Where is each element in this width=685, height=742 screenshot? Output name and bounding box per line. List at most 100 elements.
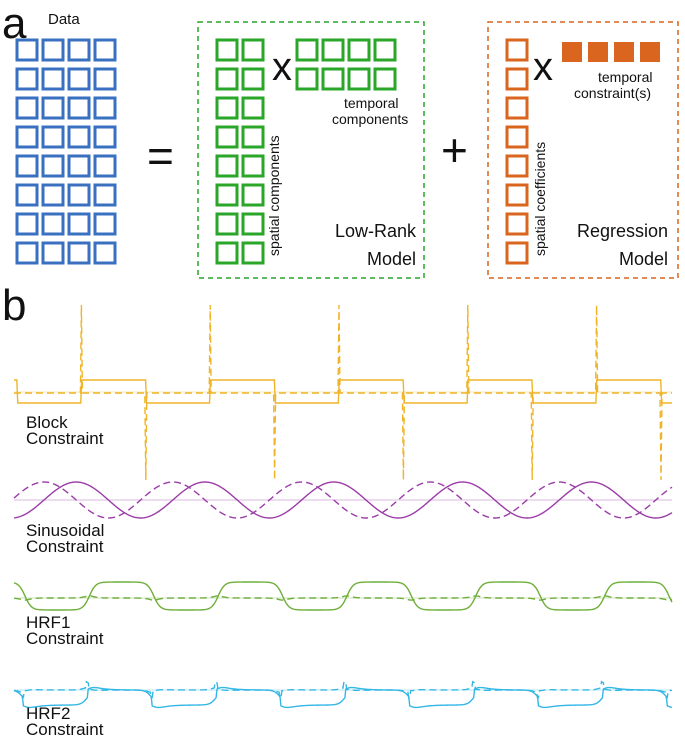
low-rank-model-title-line2: Model [367, 249, 416, 269]
temporal-component-cell [347, 38, 371, 62]
data-cell [41, 67, 65, 91]
spatial-component-cell [215, 38, 239, 62]
block-signal [14, 379, 672, 404]
spatial-coefficient-cell [505, 38, 529, 62]
temporal-component-cell [347, 67, 371, 91]
hrf2-constraint-label-line1: HRF2 [26, 704, 70, 723]
temporal-constraint-cell [640, 42, 660, 62]
temporal-constraint-cell [588, 42, 608, 62]
spatial-component-cell [241, 67, 265, 91]
temporal-component-cell [373, 38, 397, 62]
data-cell [67, 96, 91, 120]
spatial-coefficient-cell [505, 125, 529, 149]
sine-signal [13, 481, 673, 519]
low-rank-spatial-components [215, 38, 265, 265]
temporal-constraints-label-line2: constraint(s) [574, 85, 651, 101]
spatial-component-cell [215, 96, 239, 120]
temporal-constraint-cell [562, 42, 582, 62]
spatial-coefficients-label: spatial coefficients [532, 142, 548, 256]
hrf1-constraint-label-line1: HRF1 [26, 613, 70, 632]
spatial-component-cell [215, 67, 239, 91]
hrf1-derivative [13, 595, 673, 601]
spatial-component-cell [241, 212, 265, 236]
spatial-coefficient-cell [505, 154, 529, 178]
data-label: Data [48, 11, 80, 28]
data-cell [15, 241, 39, 265]
spatial-component-cell [241, 241, 265, 265]
spatial-component-cell [241, 38, 265, 62]
data-cell [41, 241, 65, 265]
spatial-coefficient-cell [505, 67, 529, 91]
temporal-component-cell [295, 38, 319, 62]
low-rank-times-sign: x [272, 45, 292, 89]
spatial-components-label: spatial components [266, 135, 282, 256]
spatial-component-cell [241, 96, 265, 120]
data-cell [93, 125, 117, 149]
data-cell [15, 38, 39, 62]
temporal-component-cell [295, 67, 319, 91]
data-cell [93, 241, 117, 265]
data-cell [15, 125, 39, 149]
spatial-component-cell [215, 183, 239, 207]
sinusoidal-constraint-label-line1: Sinusoidal [26, 521, 104, 540]
data-cell [15, 67, 39, 91]
data-cell [93, 67, 117, 91]
spatial-component-cell [241, 154, 265, 178]
block-derivative [14, 304, 672, 481]
sinusoidal-constraint-label-line2: Constraint [26, 537, 104, 556]
spatial-coefficient-cell [505, 183, 529, 207]
regression-spatial-coefficients [505, 38, 529, 265]
data-cell [67, 154, 91, 178]
hrf1-constraint-label-line2: Constraint [26, 629, 104, 648]
low-rank-model-title-line1: Low-Rank [335, 221, 417, 241]
temporal-component-cell [321, 38, 345, 62]
spatial-component-cell [241, 183, 265, 207]
data-cell [41, 125, 65, 149]
regression-model-box [487, 21, 679, 279]
hrf1-signal [13, 581, 673, 611]
spatial-component-cell [241, 125, 265, 149]
data-cell [15, 212, 39, 236]
temporal-components-label-line2: components [332, 111, 408, 127]
data-cell [67, 67, 91, 91]
data-cell [67, 125, 91, 149]
spatial-coefficient-cell [505, 96, 529, 120]
data-cell [15, 154, 39, 178]
regression-temporal-constraints [562, 42, 660, 62]
low-rank-model-box [197, 21, 425, 279]
plus-sign: + [441, 124, 468, 176]
data-cell [93, 154, 117, 178]
cosine-signal [13, 481, 673, 519]
temporal-component-cell [321, 67, 345, 91]
block-constraint-label-line2: Constraint [26, 429, 104, 448]
spatial-coefficient-cell [505, 241, 529, 265]
data-cell [41, 96, 65, 120]
data-matrix [15, 38, 117, 265]
data-cell [41, 154, 65, 178]
regression-times-sign: x [533, 45, 553, 89]
panel-b-letter: b [2, 281, 26, 330]
data-cell [93, 38, 117, 62]
block-constraint-label-line1: Block [26, 413, 68, 432]
data-cell [41, 38, 65, 62]
spatial-component-cell [215, 212, 239, 236]
data-cell [41, 212, 65, 236]
spatial-coefficient-cell [505, 212, 529, 236]
temporal-components-label-line1: temporal [344, 95, 398, 111]
data-cell [93, 96, 117, 120]
spatial-component-cell [215, 154, 239, 178]
data-cell [15, 183, 39, 207]
hrf2-constraint-label-line2: Constraint [26, 720, 104, 739]
temporal-constraints-label-line1: temporal [598, 69, 652, 85]
temporal-component-cell [373, 67, 397, 91]
data-cell [67, 212, 91, 236]
data-cell [15, 96, 39, 120]
equals-sign: = [147, 130, 174, 182]
spatial-component-cell [215, 241, 239, 265]
constraint-traces [13, 304, 673, 709]
data-cell [67, 241, 91, 265]
regression-model-title-line1: Regression [577, 221, 668, 241]
regression-model-title-line2: Model [619, 249, 668, 269]
data-cell [93, 183, 117, 207]
